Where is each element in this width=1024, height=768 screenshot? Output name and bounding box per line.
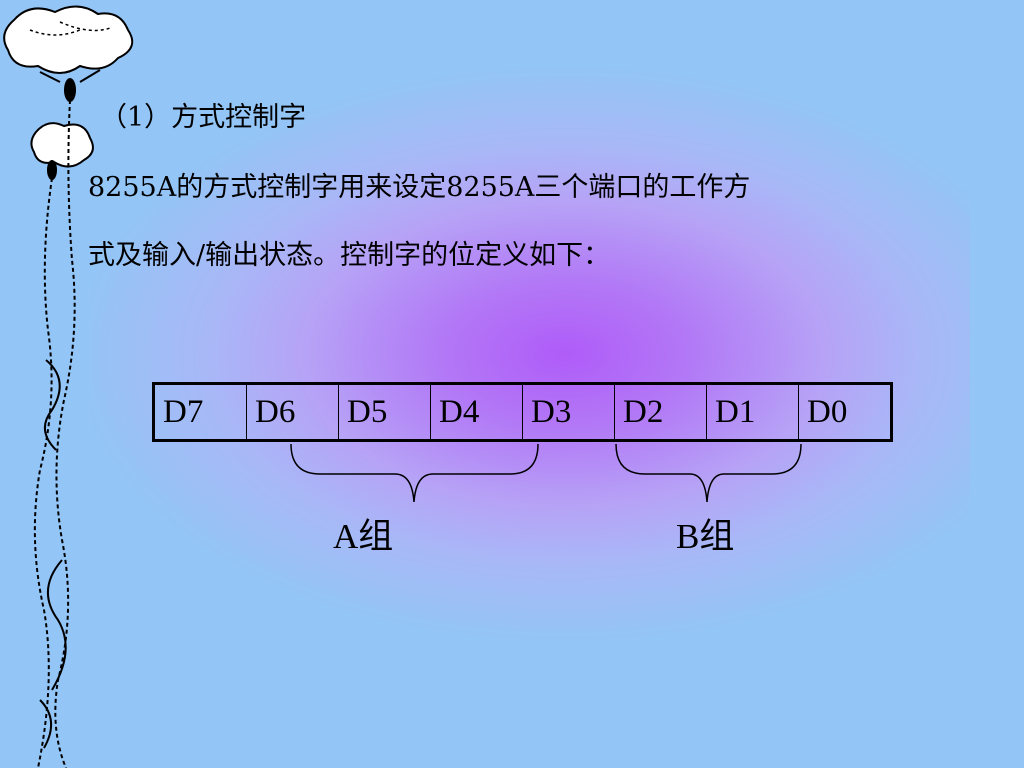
group-a-brace [290,443,539,503]
bit-cell-d6: D6 [246,383,339,441]
bit-cell-d5: D5 [338,383,431,441]
slide-heading: （1）方式控制字 [100,102,307,133]
flower-vine-icon [3,5,134,768]
bit-cell-d2: D2 [614,383,707,441]
group-b-label: B组 [676,517,735,556]
group-b-brace [615,443,802,503]
bit-row: D7 D6 D5 D4 D3 D2 D1 D0 [153,383,892,441]
paragraph-line-1: 8255A的方式控制字用来设定8255A三个端口的工作方 [88,172,751,203]
paragraph-line-2: 式及输入/输出状态。控制字的位定义如下： [88,240,611,271]
bit-cell-d1: D1 [706,383,799,441]
bit-cell-d0: D0 [798,383,892,441]
flower-icon [3,5,134,74]
control-word-bit-table: D7 D6 D5 D4 D3 D2 D1 D0 [152,382,893,442]
group-a-label: A组 [333,517,394,556]
bit-cell-d4: D4 [430,383,523,441]
bit-cell-d7: D7 [153,383,247,441]
bit-cell-d3: D3 [522,383,615,441]
